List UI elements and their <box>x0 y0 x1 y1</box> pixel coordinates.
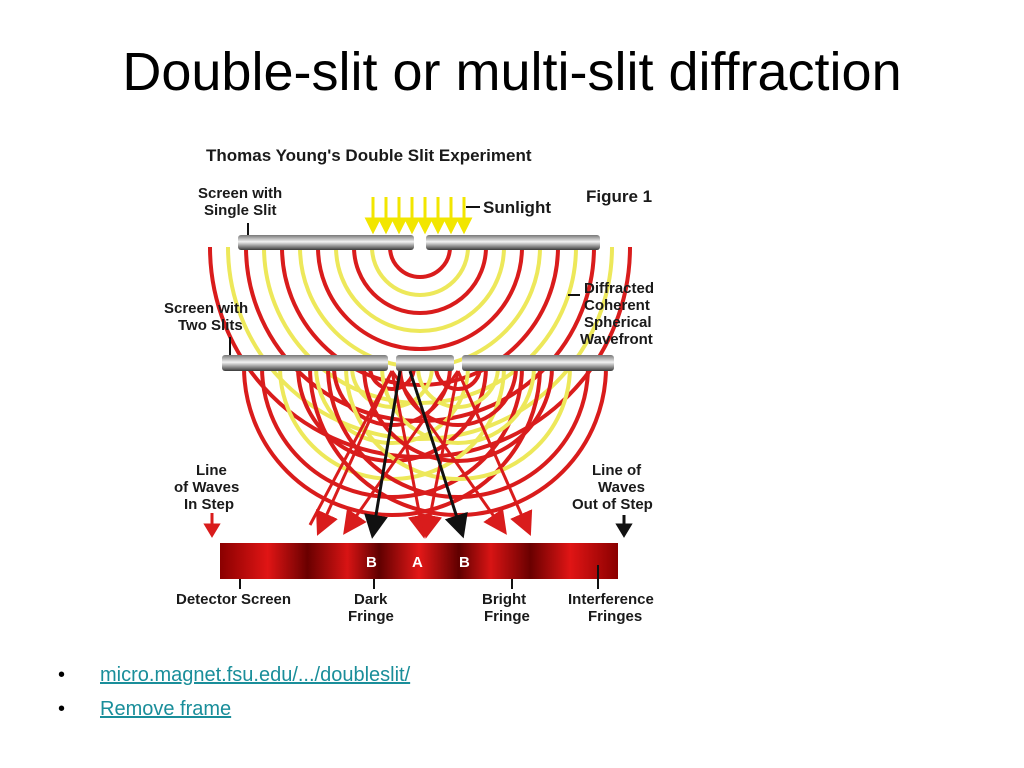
bullet-glyph: • <box>58 698 66 720</box>
fringe-b-left: B <box>366 554 377 571</box>
out-step-label-1: Line of <box>592 462 642 479</box>
two-slit-screen-middle <box>396 355 454 371</box>
in-step-label-1: Line <box>196 462 227 479</box>
two-slits-label-1: Screen with <box>164 300 248 317</box>
dark-fringe-label-2: Fringe <box>348 608 394 625</box>
doubleslit-link[interactable]: micro.magnet.fsu.edu/.../doubleslit/ <box>100 664 411 686</box>
black-rays <box>364 370 468 539</box>
bullet-glyph: • <box>58 664 66 686</box>
list-item: • Remove frame <box>58 692 410 726</box>
single-slit-screen-right <box>426 235 600 250</box>
two-slit-screen-right <box>462 355 614 371</box>
dark-fringe-label-1: Dark <box>354 591 388 608</box>
out-step-label-2: Waves <box>598 479 645 496</box>
out-step-label-3: Out of Step <box>572 496 653 513</box>
double-slit-diagram: Thomas Young's Double Slit Experiment Fi… <box>164 146 654 625</box>
out-step-arrow <box>615 515 633 538</box>
in-step-label-3: In Step <box>184 496 234 513</box>
fringe-a: A <box>412 554 423 571</box>
two-slit-screen-left <box>222 355 388 371</box>
slide-title: Double-slit or multi-slit diffraction <box>122 42 902 102</box>
diffracted-label-3: Spherical <box>584 314 652 331</box>
interference-fringes-label-1: Interference <box>568 591 654 608</box>
bright-fringe-label-1: Bright <box>482 591 526 608</box>
single-slit-label-1: Screen with <box>198 185 282 202</box>
remove-frame-link[interactable]: Remove frame <box>100 698 232 720</box>
interference-fringes-label-2: Fringes <box>588 608 642 625</box>
fringe-b-right: B <box>459 554 470 571</box>
in-step-label-2: of Waves <box>174 479 239 496</box>
single-slit-label-2: Single Slit <box>204 202 277 219</box>
link-list: • micro.magnet.fsu.edu/.../doubleslit/ •… <box>58 658 410 726</box>
two-slits-label-2: Two Slits <box>178 317 243 334</box>
diffracted-label-4: Wavefront <box>580 331 653 348</box>
sunlight-arrows <box>364 197 473 235</box>
list-item: • micro.magnet.fsu.edu/.../doubleslit/ <box>58 658 410 692</box>
diffracted-label-1: Diffracted <box>584 280 654 297</box>
sunlight-label: Sunlight <box>483 198 551 217</box>
in-step-arrow <box>203 513 221 538</box>
diagram-heading: Thomas Young's Double Slit Experiment <box>206 146 532 165</box>
detector-screen <box>220 543 618 579</box>
single-slit-screen-left <box>238 235 414 250</box>
diffracted-label-2: Coherent <box>584 297 650 314</box>
bright-fringe-label-2: Fringe <box>484 608 530 625</box>
figure-label: Figure 1 <box>586 187 652 206</box>
detector-screen-label: Detector Screen <box>176 591 291 608</box>
